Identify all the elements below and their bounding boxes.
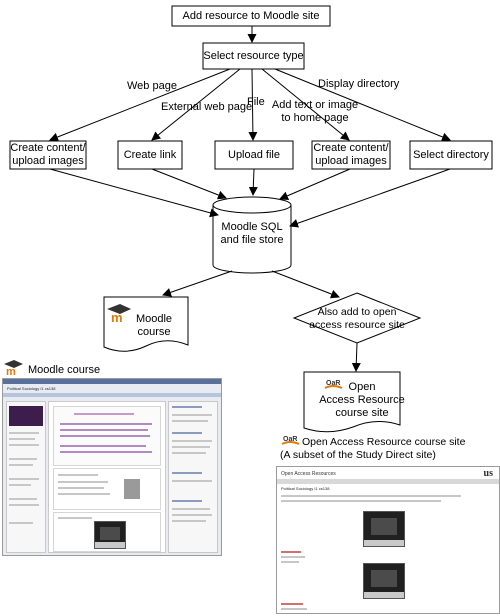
- create-content-1-label: Create content/ upload images: [10, 141, 86, 169]
- create-content-2-box: [311, 140, 391, 170]
- svg-text:OaR: OaR: [326, 380, 340, 387]
- also-add-label: Also add to open access resource site: [300, 305, 414, 333]
- moodle-course-line-2: course: [137, 326, 171, 338]
- edge-display-directory: Display directory: [318, 78, 400, 90]
- store-label: Moodle SQL and file store: [213, 216, 291, 252]
- moodle-title: Political Sociology I1 cs138: [7, 386, 56, 391]
- create-link-box: [117, 140, 183, 170]
- create-content-2-line-1: Create content/: [313, 142, 389, 154]
- database-cylinder: [212, 196, 292, 274]
- moodle-small-image: [124, 479, 140, 499]
- svg-text:OaR: OaR: [283, 436, 297, 443]
- moodle-intro-box: [53, 406, 161, 466]
- store-line-1: Moodle SQL: [221, 221, 283, 233]
- oar-nav-bar: [277, 479, 499, 484]
- moodle-header-bar: [3, 379, 221, 384]
- store-line-2: and file store: [220, 234, 284, 246]
- create-content-2-line-2: upload images: [315, 155, 387, 167]
- create-content-1-line-2: upload images: [12, 155, 84, 167]
- svg-text:m: m: [6, 366, 16, 378]
- upload-file-label: Upload file: [228, 148, 280, 161]
- edge-file: File: [247, 96, 265, 108]
- edge-add-text: Add text or image to home page: [270, 99, 360, 125]
- oar-site-subcaption: (A subset of the Study Direct site): [280, 449, 436, 461]
- select-directory-label: Select directory: [413, 148, 489, 161]
- moodle-section-box: [53, 468, 161, 510]
- create-content-2-label: Create content/ upload images: [312, 141, 390, 169]
- moodle-right-column: [168, 401, 218, 553]
- oar-course-line-1: Open: [348, 380, 376, 393]
- also-add-line-1: Also add to open: [317, 306, 397, 318]
- select-directory-box: [409, 140, 493, 170]
- moodle-course-screenshot: Political Sociology I1 cs138: [2, 378, 222, 556]
- oar-site-caption: Open Access Resource course site: [302, 436, 466, 448]
- oar-title: Political Sociology I1 cs138: [281, 486, 330, 491]
- moodle-video-block: [9, 406, 43, 426]
- svg-text:m: m: [111, 310, 123, 325]
- moodle-left-column: [6, 401, 46, 553]
- oar-logo-icon: OaR: [324, 380, 343, 389]
- moodle-video-section: [53, 512, 161, 552]
- oar-video-1: [363, 511, 405, 547]
- us-logo: us: [483, 468, 493, 479]
- edge-external-web-page: External web page: [161, 101, 253, 113]
- add-resource-label: Add resource to Moodle site: [182, 9, 320, 22]
- select-type-box: [202, 42, 305, 70]
- create-content-1-box: [9, 140, 87, 170]
- create-content-1-line-1: Create content/: [10, 142, 86, 154]
- select-type-label: Select resource type: [203, 49, 304, 62]
- add-resource-box: [171, 5, 331, 27]
- moodle-nav-bar: [3, 393, 221, 397]
- oar-course-line-2: Access Resource: [319, 393, 405, 406]
- connectors: [49, 26, 451, 372]
- oar-course-label: Open Access Resource course site: [318, 380, 406, 420]
- oar-site-screenshot: Open Access Resources us Political Socio…: [276, 466, 500, 614]
- create-link-label: Create link: [123, 148, 177, 161]
- moodle-main-column: [48, 401, 166, 553]
- edge-add-text-line-2: to home page: [281, 112, 349, 124]
- oar-header: Open Access Resources: [281, 471, 336, 477]
- moodle-course-caption: Moodle course: [28, 364, 101, 376]
- edge-web-page: Web page: [127, 80, 177, 92]
- oar-video-2: [363, 563, 405, 599]
- moodle-course-label: Moodle course: [128, 312, 180, 340]
- moodle-logo-icon: m: [107, 304, 131, 325]
- oar-course-line-3: course site: [335, 406, 389, 419]
- edge-add-text-line-1: Add text or image: [271, 99, 359, 111]
- oar-caption-logo-icon: OaR: [281, 436, 300, 445]
- moodle-caption-logo-icon: m: [4, 360, 23, 378]
- also-add-line-2: access resource site: [309, 319, 405, 331]
- moodle-video-thumbnail: [94, 521, 126, 549]
- moodle-course-line-1: Moodle: [135, 313, 173, 325]
